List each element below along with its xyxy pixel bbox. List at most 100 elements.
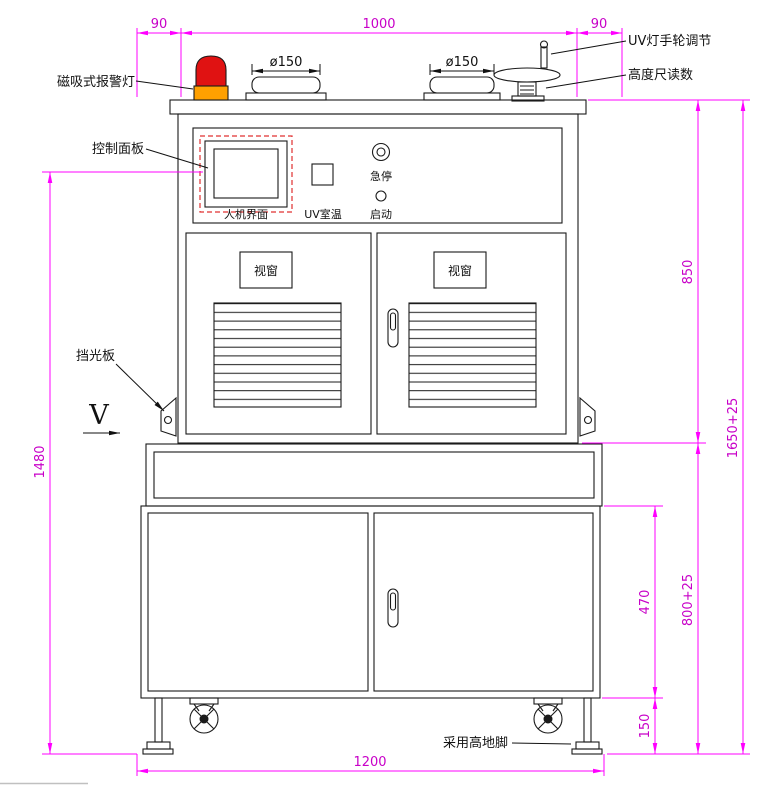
callout-layer: 磁吸式报警灯 控制面板 挡光板 UV灯手轮调节 高度尺读数 采用高地脚 V 人机… [57, 34, 711, 751]
callout-light-shield: 挡光板 [76, 349, 115, 364]
height-gauge-base [511, 95, 545, 102]
handwheel-assembly [493, 40, 561, 102]
upper-cabinet [177, 113, 579, 444]
hmi-screen [213, 148, 279, 199]
duct-right-flange [423, 92, 501, 101]
foot-base-left [142, 748, 174, 755]
dim-duct-right: ø150 [446, 55, 479, 70]
handwheel-knob [539, 40, 549, 49]
door-handle-upper [387, 308, 399, 348]
label-start: 启动 [370, 208, 392, 221]
foot-base-right [571, 748, 603, 755]
lower-door-left [147, 512, 369, 692]
door-handle-lower [387, 588, 399, 628]
dim-door-height: 470 [638, 590, 653, 615]
louver-vent-left [213, 302, 342, 408]
dim-top-right: 90 [591, 17, 608, 32]
dim-upper-height: 850 [681, 260, 696, 285]
callout-alarm-light: 磁吸式报警灯 [57, 74, 135, 90]
foot-screw-right [583, 697, 592, 743]
leader-uv-handwheel [550, 40, 627, 55]
dim-left-height: 1480 [33, 445, 48, 478]
callout-uv-handwheel: UV灯手轮调节 [628, 34, 711, 49]
duct-right [423, 76, 501, 101]
extension-lines-right [582, 99, 750, 755]
duct-right-body [429, 76, 495, 94]
caster-hub-left [199, 714, 209, 724]
lower-door-right [373, 512, 594, 692]
leader-leveling-feet [511, 742, 572, 745]
leader-light-shield [115, 363, 165, 412]
view-direction-letter: V [88, 400, 109, 431]
callout-height-gauge: 高度尺读数 [628, 67, 693, 83]
uv-temp-box [311, 163, 334, 186]
foot-pad-right [575, 741, 600, 750]
leader-height-gauge [545, 74, 627, 89]
dim-top-left: 90 [151, 17, 168, 32]
alarm-light [193, 55, 229, 101]
duct-left-body [251, 76, 321, 94]
caster-plate-left [189, 697, 219, 705]
dim-bottom-width: 1200 [353, 755, 386, 770]
alarm-light-dome [195, 55, 227, 87]
foot-screw-left [154, 697, 163, 743]
caster-wheel-left [189, 704, 219, 734]
light-shield-bracket-right [579, 396, 596, 437]
dim-lower-height: 800+25 [681, 574, 696, 626]
extension-lines-left [42, 171, 203, 755]
bench-inner-panel [153, 451, 595, 499]
machine-outline [140, 40, 603, 755]
door-handle-lower-grip [389, 592, 397, 611]
leader-control-panel [145, 148, 209, 169]
duct-left-flange [245, 92, 327, 101]
caster-plate-right [533, 697, 563, 705]
dim-total-height: 1650+25 [726, 398, 741, 459]
door-handle-upper-grip [389, 312, 397, 331]
louver-vent-right [408, 302, 537, 408]
hmi-screen-frame [204, 140, 288, 208]
bench-outer [145, 443, 603, 507]
control-panel-region [192, 127, 563, 224]
caster-hub-right [543, 714, 553, 724]
lower-cabinet [140, 505, 601, 699]
light-shield-bracket-left [160, 396, 177, 437]
callout-control-panel: 控制面板 [92, 142, 144, 157]
leader-alarm-light [135, 80, 194, 90]
alarm-light-base [193, 85, 229, 101]
label-hmi: 人机界面 [224, 207, 268, 221]
bracket-plate-right [579, 396, 596, 437]
label-uv-temp: UV室温 [304, 207, 342, 221]
estop-button-inner [376, 147, 386, 157]
label-estop: 急停 [370, 169, 392, 183]
label-window-left: 视窗 [254, 263, 278, 278]
handwheel-stem [540, 46, 548, 69]
top-plate [169, 99, 587, 115]
dim-base-height: 150 [638, 714, 653, 739]
bracket-bolt-right [583, 415, 593, 425]
door-handle-upper-outer [387, 308, 399, 348]
hmi-panel [199, 135, 293, 213]
foot-pad-left [146, 741, 171, 750]
start-button [375, 190, 387, 202]
bracket-bolt-left [163, 415, 173, 425]
label-window-right: 视窗 [448, 263, 472, 278]
caster-right [533, 697, 563, 734]
viewing-window-left-frame [239, 251, 293, 289]
extension-lines-top [136, 28, 623, 97]
dim-top-width: 1000 [362, 17, 395, 32]
caster-wheel-right [533, 704, 563, 734]
upper-door-right [376, 232, 567, 435]
dim-duct-left: ø150 [270, 55, 303, 70]
callout-leveling-feet: 采用高地脚 [443, 735, 508, 751]
dimension-layer: 90 1000 90 850 800+25 1650+25 470 150 14… [33, 17, 750, 776]
control-panel-highlight [199, 135, 293, 213]
viewing-window-right-frame [433, 251, 487, 289]
estop-button-outer [371, 142, 391, 162]
leveling-foot-left [142, 697, 174, 755]
caster-left [189, 697, 219, 734]
duct-left [245, 76, 327, 101]
leveling-foot-right [571, 697, 603, 755]
door-handle-lower-outer [387, 588, 399, 628]
